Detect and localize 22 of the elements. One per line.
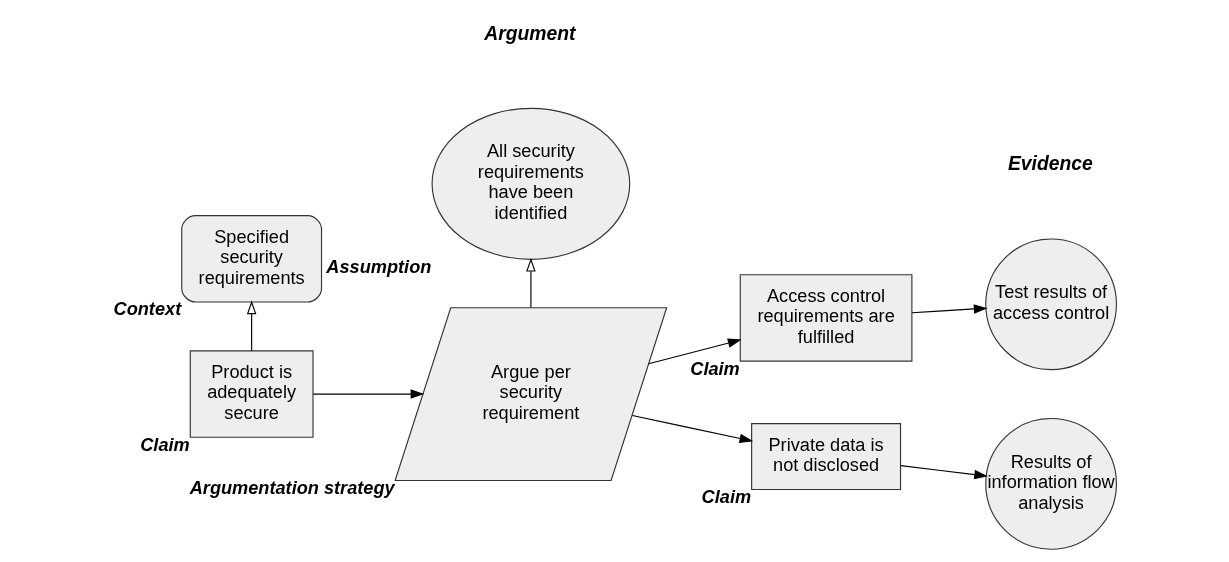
node-box: Specified security requirements bbox=[180, 215, 322, 303]
arrow bbox=[899, 465, 988, 480]
node-label: Assumption bbox=[325, 256, 431, 277]
node-label: Claim bbox=[701, 486, 751, 507]
node-circle: Results of information flow analysis bbox=[984, 417, 1117, 550]
arrow bbox=[246, 300, 256, 352]
label: Evidence bbox=[1007, 153, 1093, 175]
node-box: Product is adequately secure bbox=[189, 350, 314, 438]
node-label: Argumentation strategy bbox=[189, 477, 395, 498]
node-circle: Test results of access control bbox=[984, 238, 1117, 371]
label: Argument bbox=[483, 22, 576, 44]
node-box: Private data is not disclosed bbox=[750, 423, 901, 491]
arrow bbox=[631, 414, 753, 444]
node-label: Claim bbox=[689, 358, 740, 379]
arrow bbox=[647, 338, 742, 365]
node-ellipse: All security requirements have been identified bbox=[431, 107, 630, 260]
arrow bbox=[911, 304, 988, 314]
node-label: Claim bbox=[139, 434, 190, 455]
node-box: Access control requirements are fulfilled bbox=[739, 274, 912, 362]
node-label: Context bbox=[113, 299, 181, 320]
arrow bbox=[525, 257, 536, 308]
arrow bbox=[312, 389, 424, 399]
